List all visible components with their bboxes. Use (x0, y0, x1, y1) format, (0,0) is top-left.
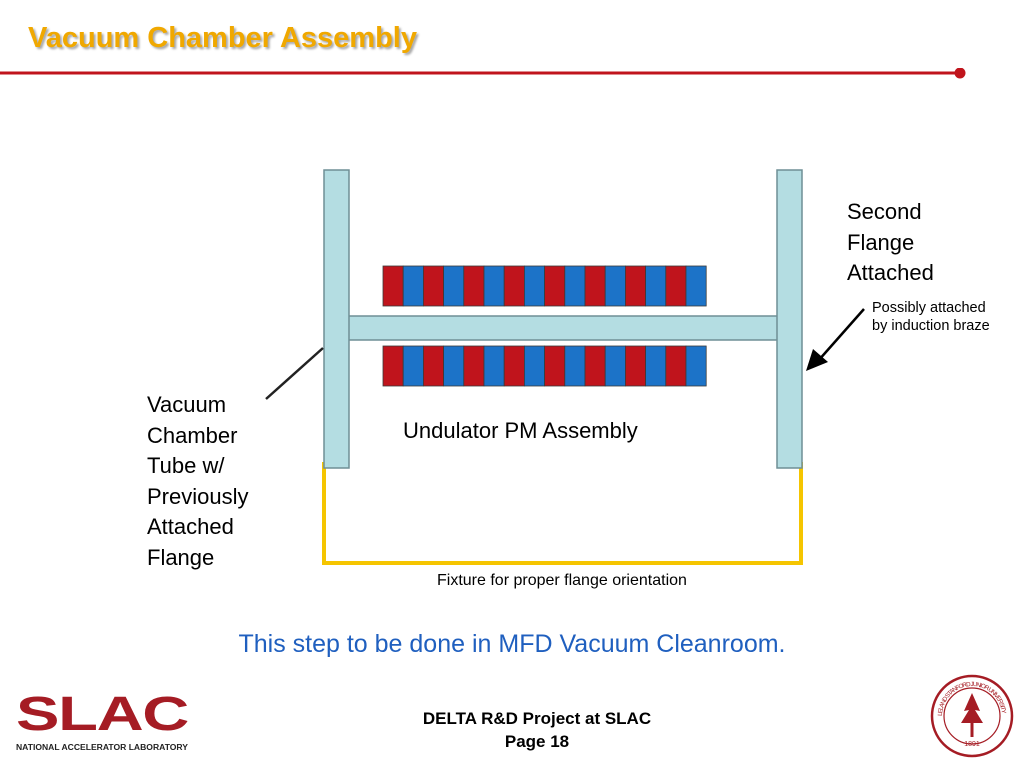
magnet-block-top-2 (402, 265, 424, 307)
magnet-block-top-11 (584, 265, 606, 307)
magnet-block-bottom-6 (483, 345, 505, 387)
fixture-label: Fixture for proper flange orientation (437, 572, 687, 589)
magnet-block-bottom-15 (665, 345, 687, 387)
magnet-block-top-3 (422, 265, 444, 307)
vacuum-chamber-tube (347, 315, 779, 341)
fixture-bracket (322, 462, 803, 565)
svg-text:SLAC: SLAC (16, 688, 188, 741)
magnet-block-bottom-14 (645, 345, 667, 387)
footer-page-number: Page 18 (504, 732, 570, 751)
title-divider-line (0, 68, 966, 79)
second-flange-label: Second Flange Attached (847, 199, 934, 285)
chamber-tube-leader-line (265, 347, 324, 400)
induction-braze-label: Possibly attached by induction braze (872, 300, 990, 334)
braze-arrow-line (817, 308, 865, 362)
vacuum-chamber-tube-label: Vacuum Chamber Tube w/ Previously Attach… (147, 392, 249, 570)
footer-project: DELTA R&D Project at SLAC (422, 709, 652, 728)
magnet-block-top-16 (685, 265, 707, 307)
magnet-block-bottom-7 (503, 345, 525, 387)
magnet-block-top-14 (645, 265, 667, 307)
magnet-block-top-12 (604, 265, 626, 307)
slide-title: Vacuum Chamber Assembly (28, 22, 417, 54)
footer-text: DELTA R&D Project at SLAC Page 18 (312, 707, 762, 753)
magnet-block-bottom-12 (604, 345, 626, 387)
magnet-block-top-4 (443, 265, 465, 307)
magnet-block-top-7 (503, 265, 525, 307)
magnet-block-bottom-9 (544, 345, 566, 387)
right-flange (776, 169, 803, 469)
magnet-block-top-5 (463, 265, 485, 307)
magnet-row-bottom (382, 345, 707, 387)
magnet-block-top-10 (564, 265, 586, 307)
magnet-block-top-8 (524, 265, 546, 307)
magnet-block-bottom-1 (382, 345, 404, 387)
magnet-block-bottom-13 (625, 345, 647, 387)
magnet-block-top-6 (483, 265, 505, 307)
magnet-block-top-1 (382, 265, 404, 307)
magnet-block-bottom-8 (524, 345, 546, 387)
undulator-pm-assembly-label: Undulator PM Assembly (403, 418, 638, 443)
stanford-seal-logo: LELAND STANFORD JUNIOR UNIVERSITY 1891 (930, 674, 1014, 758)
magnet-block-bottom-5 (463, 345, 485, 387)
cleanroom-caption: This step to be done in MFD Vacuum Clean… (238, 630, 786, 658)
magnet-block-top-9 (544, 265, 566, 307)
magnet-block-top-15 (665, 265, 687, 307)
magnet-block-bottom-2 (402, 345, 424, 387)
magnet-block-bottom-11 (584, 345, 606, 387)
magnet-block-top-13 (625, 265, 647, 307)
magnet-block-bottom-10 (564, 345, 586, 387)
svg-text:NATIONAL ACCELERATOR LABORATOR: NATIONAL ACCELERATOR LABORATORY (16, 742, 188, 752)
left-flange (323, 169, 350, 469)
magnet-block-bottom-16 (685, 345, 707, 387)
slac-logo: SLAC NATIONAL ACCELERATOR LABORATORY (16, 688, 189, 752)
magnet-row-top (382, 265, 707, 307)
magnet-block-bottom-4 (443, 345, 465, 387)
braze-arrow-head (806, 349, 828, 371)
magnet-block-bottom-3 (422, 345, 444, 387)
svg-text:1891: 1891 (964, 741, 980, 748)
